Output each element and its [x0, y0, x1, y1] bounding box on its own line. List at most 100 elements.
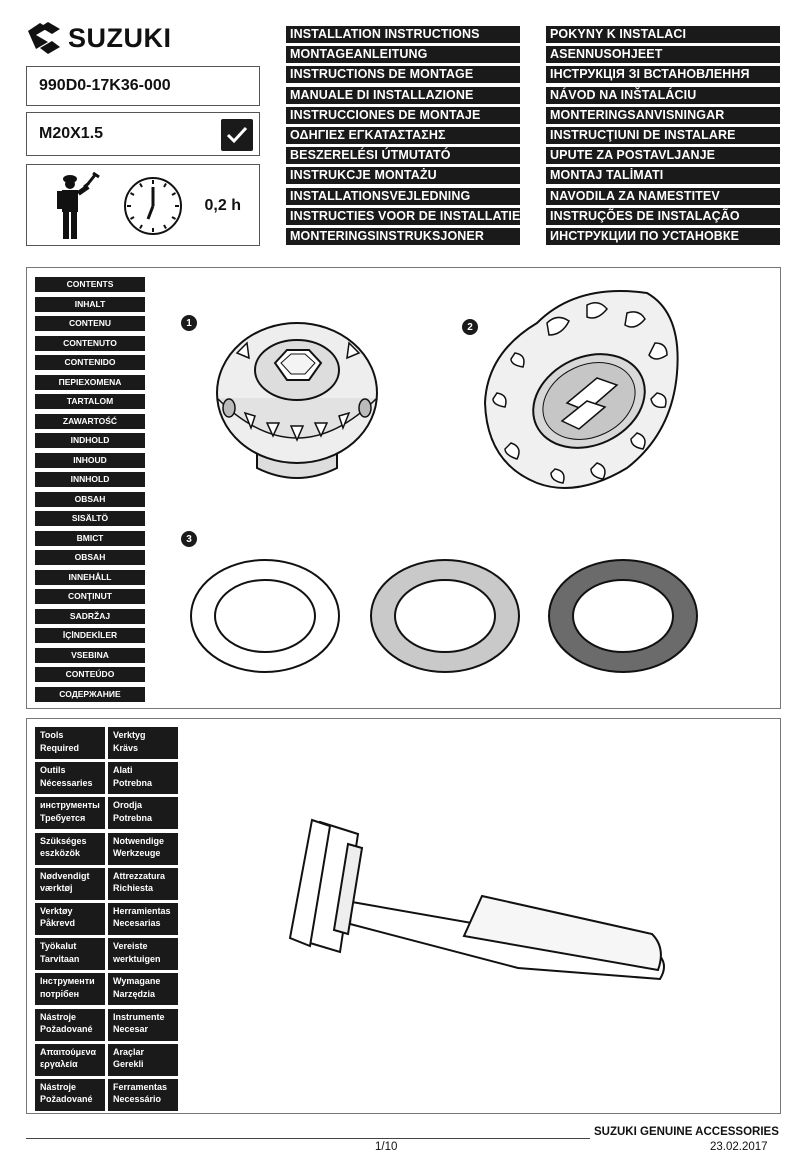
footer-divider	[26, 1138, 590, 1139]
tools-required-label: Vereiste werktuigen	[108, 938, 178, 971]
contents-label: ΠΕΡΙΕΧΟΜΕΝΑ	[35, 374, 145, 390]
contents-label: İÇİNDEKİLER	[35, 628, 145, 643]
install-time-box: 0,2 h	[26, 164, 260, 246]
footer-brand: SUZUKI GENUINE ACCESSORIES	[594, 1126, 779, 1138]
suzuki-logo-icon	[28, 22, 60, 54]
instruction-title: ASENNUSOHJEET	[546, 46, 780, 64]
tools-required-label: Tools Required	[35, 727, 105, 759]
contents-label: СОДЕРЖАНИЕ	[35, 686, 145, 702]
contents-label: VSEBINA	[35, 647, 145, 663]
tools-required-label: Outils Nécessaries	[35, 762, 105, 795]
contents-label: SADRŽAJ	[35, 608, 145, 624]
part-number: 990D0-17K36-000	[26, 66, 260, 106]
contents-label: CONŢINUT	[35, 589, 145, 604]
tools-required-label: Verktyg Krävs	[108, 727, 178, 759]
part-number-text: 990D0-17K36-000	[39, 77, 171, 94]
cover-part-icon	[483, 290, 679, 489]
instruction-title: ΟΔΗΓΙΕΣ ΕΓΚΑΤΑΣΤΑΣΗΣ	[286, 126, 520, 144]
instruction-title: MONTAGEANLEITUNG	[286, 46, 520, 64]
contents-label: INHOUD	[35, 452, 145, 468]
tools-required-label: Alati Potrebna	[108, 762, 178, 795]
contents-label: OBSAH	[35, 491, 145, 507]
tools-required-label: Nástroje Požadované	[35, 1078, 105, 1111]
install-time-text: 0,2 h	[204, 197, 241, 214]
contents-label: SISÄLTÖ	[35, 511, 145, 526]
contents-label: CONTENU	[35, 316, 145, 331]
tools-required-label: Instrumente Necesar	[108, 1008, 178, 1041]
instruction-title: BESZERELÉSI ÚTMUTATÓ	[286, 147, 520, 165]
contents-label: TARTALOM	[35, 394, 145, 409]
mechanic-icon	[57, 171, 100, 239]
contents-label: INDHOLD	[35, 433, 145, 448]
instruction-title: UPUTE ZA POSTAVLJANJE	[546, 147, 780, 165]
instruction-title: INSTRUÇÕES DE INSTALAÇÃO	[546, 207, 780, 225]
tools-required-label: Notwendige Werkzeuge	[108, 832, 178, 865]
tools-required-label: Araçlar Gerekli	[108, 1043, 178, 1076]
contents-list: CONTENTS INHALT CONTENU CONTENUTO CONTENIDO Π…	[35, 277, 145, 706]
brand-logo: SUZUKI	[26, 18, 226, 58]
instruction-title: INSTRUCTIES VOOR DE INSTALLATIE	[286, 207, 520, 225]
tools-required-label: Ferramentas Necessário	[108, 1078, 178, 1111]
instruction-title: ІНСТРУКЦІЯ ЗІ ВСТАНОВЛЕННЯ	[546, 66, 780, 84]
tools-required-label: Απαιτούμενα εργαλεία	[35, 1043, 105, 1076]
thread-spec-box: M20X1.5	[26, 112, 260, 156]
instruction-title: INSTRUKCJE MONTAŻU	[286, 167, 520, 185]
item-number-1: 1	[181, 315, 197, 331]
instruction-title: INSTRUCTIONS DE MONTAGE	[286, 66, 520, 84]
tools-required-label: Orodja Potrebna	[108, 797, 178, 830]
tools-required-label: Wymagane Narzędzia	[108, 973, 178, 1006]
document-date: 23.02.2017	[710, 1141, 768, 1153]
tools-required-label: Інструменти потрібен	[35, 973, 105, 1006]
item-number-2: 2	[462, 319, 478, 335]
instruction-title: INSTRUCCIONES DE MONTAJE	[286, 106, 520, 124]
tools-required-label: Nástroje Požadované	[35, 1008, 105, 1041]
plug-part-icon	[216, 322, 378, 479]
instruction-title: MONTAJ TALİMATI	[546, 167, 780, 185]
instruction-title: MONTERINGSANVISNINGAR	[546, 106, 780, 124]
contents-label: INHALT	[35, 296, 145, 312]
instruction-title: MANUALE DI INSTALLAZIONE	[286, 86, 520, 104]
contents-label: CONTENUTO	[35, 335, 145, 351]
contents-label: INNEHÅLL	[35, 569, 145, 585]
contents-label: CONTENTS	[35, 277, 145, 292]
instruction-title: NAVODILA ZA NAMESTITEV	[546, 187, 780, 205]
contents-label: CONTENIDO	[35, 355, 145, 370]
instruction-title: POKYNY K INSTALACI	[546, 26, 780, 43]
contents-panel: CONTENTS INHALT CONTENU CONTENUTO CONTENIDO Π…	[26, 267, 781, 709]
instruction-title: NÁVOD NA INŠTALÁCIU	[546, 86, 780, 104]
tools-required-label: Herramientas Necesarias	[108, 902, 178, 935]
contents-label: ВМІСТ	[35, 530, 145, 546]
page-number: 1/10	[375, 1141, 398, 1153]
contents-label: CONTEÚDO	[35, 667, 145, 682]
instruction-title: INSTALLATION INSTRUCTIONS	[286, 26, 520, 43]
tools-required-label: Szükséges eszközök	[35, 832, 105, 865]
instructions-list-left: INSTALLATION INSTRUCTIONS MONTAGEANLEITUN…	[286, 26, 520, 248]
hammer-icon	[288, 818, 665, 981]
tools-required-label: инструменты Требуется	[35, 797, 105, 830]
thread-spec-text: M20X1.5	[39, 125, 104, 142]
instruction-title: INSTALLATIONSVEJLEDNING	[286, 187, 520, 205]
contents-label: OBSAH	[35, 550, 145, 565]
tools-required-label: Verktøy Påkrevd	[35, 902, 105, 935]
tools-required-label: Nødvendigt værktøj	[35, 867, 105, 900]
instruction-title: ИНСТРУКЦИИ ПО УСТАНОВКЕ	[546, 227, 780, 245]
contents-label: ZAWARTOŚĆ	[35, 413, 145, 429]
tools-required-label: Työkalut Tarvitaan	[35, 938, 105, 971]
clock-icon	[124, 177, 182, 235]
brand-name: SUZUKI	[68, 22, 172, 53]
item-number-3: 3	[181, 531, 197, 547]
tools-required-label: Attrezzatura Richiesta	[108, 867, 178, 900]
